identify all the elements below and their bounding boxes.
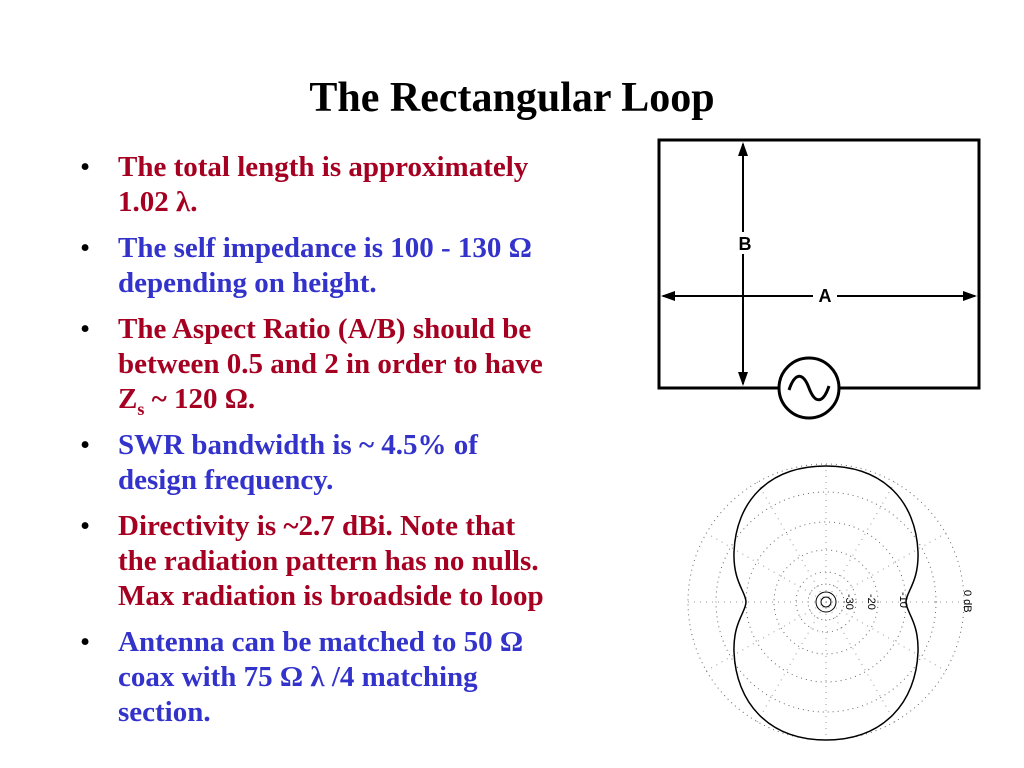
- slide-title: The Rectangular Loop: [309, 75, 715, 121]
- bullet-item: • The self impedance is 100 - 130 Ω depe…: [80, 231, 625, 301]
- bullet-line: Directivity is ~2.7 dBi. Note that: [118, 510, 516, 542]
- bullet-line: the radiation pattern has no nulls.: [118, 545, 539, 577]
- bullet-item: • The total length is approximately 1.02…: [80, 150, 625, 220]
- ac-source-icon: [777, 356, 841, 420]
- bullet-line: between 0.5 and 2 in order to have: [118, 348, 543, 380]
- bullet-item: • SWR bandwidth is ~ 4.5% of design freq…: [80, 428, 625, 498]
- radiation-pattern-plot: 0 dB -10 -20 -30: [687, 463, 973, 741]
- dimension-b: [738, 142, 748, 386]
- bullet-list: • The total length is approximately 1.02…: [80, 150, 625, 741]
- label-b: B: [739, 234, 752, 254]
- bullet-item: • Antenna can be matched to 50 Ω coax wi…: [80, 625, 625, 730]
- bullet-dot: •: [80, 510, 91, 542]
- scale-label-0db: 0 dB: [961, 590, 973, 613]
- bullet-line: Z: [118, 383, 138, 415]
- bullet-line: The self impedance is 100 - 130 Ω: [118, 232, 532, 264]
- bullet-dot: •: [80, 429, 91, 461]
- bullet-item: • Directivity is ~2.7 dBi. Note that the…: [80, 509, 625, 614]
- bullet-line: Max radiation is broadside to loop: [118, 580, 544, 612]
- bullet-line: The total length is approximately: [118, 151, 529, 183]
- bullet-line: The Aspect Ratio (A/B) should be: [118, 313, 532, 345]
- scale-label-30db: -30: [843, 594, 855, 610]
- bullet-dot: •: [80, 232, 91, 264]
- bullet-line: SWR bandwidth is ~ 4.5% of: [118, 429, 478, 461]
- bullet-line: section.: [118, 696, 211, 728]
- scale-label-10db: -10: [897, 592, 909, 608]
- bullet-line: 1.02 λ.: [118, 186, 198, 218]
- bullet-line: depending on height.: [118, 267, 377, 299]
- bullet-item: • The Aspect Ratio (A/B) should be betwe…: [80, 312, 625, 419]
- radiation-pattern-curve: [733, 465, 919, 741]
- label-a: A: [819, 286, 832, 306]
- bullet-line: design frequency.: [118, 464, 334, 496]
- scale-label-20db: -20: [865, 594, 877, 610]
- loop-rectangle: [657, 138, 981, 390]
- subscript: s: [137, 398, 145, 419]
- bullet-dot: •: [80, 151, 91, 183]
- polar-grid: [687, 463, 965, 741]
- loop-diagram: B A: [657, 138, 981, 420]
- bullet-dot: •: [80, 313, 91, 345]
- bullet-line: Antenna can be matched to 50 Ω: [118, 626, 524, 658]
- bullet-line: ~ 120 Ω.: [144, 383, 256, 415]
- bullet-dot: •: [80, 626, 91, 658]
- bullet-line: coax with 75 Ω λ /4 matching: [118, 661, 478, 693]
